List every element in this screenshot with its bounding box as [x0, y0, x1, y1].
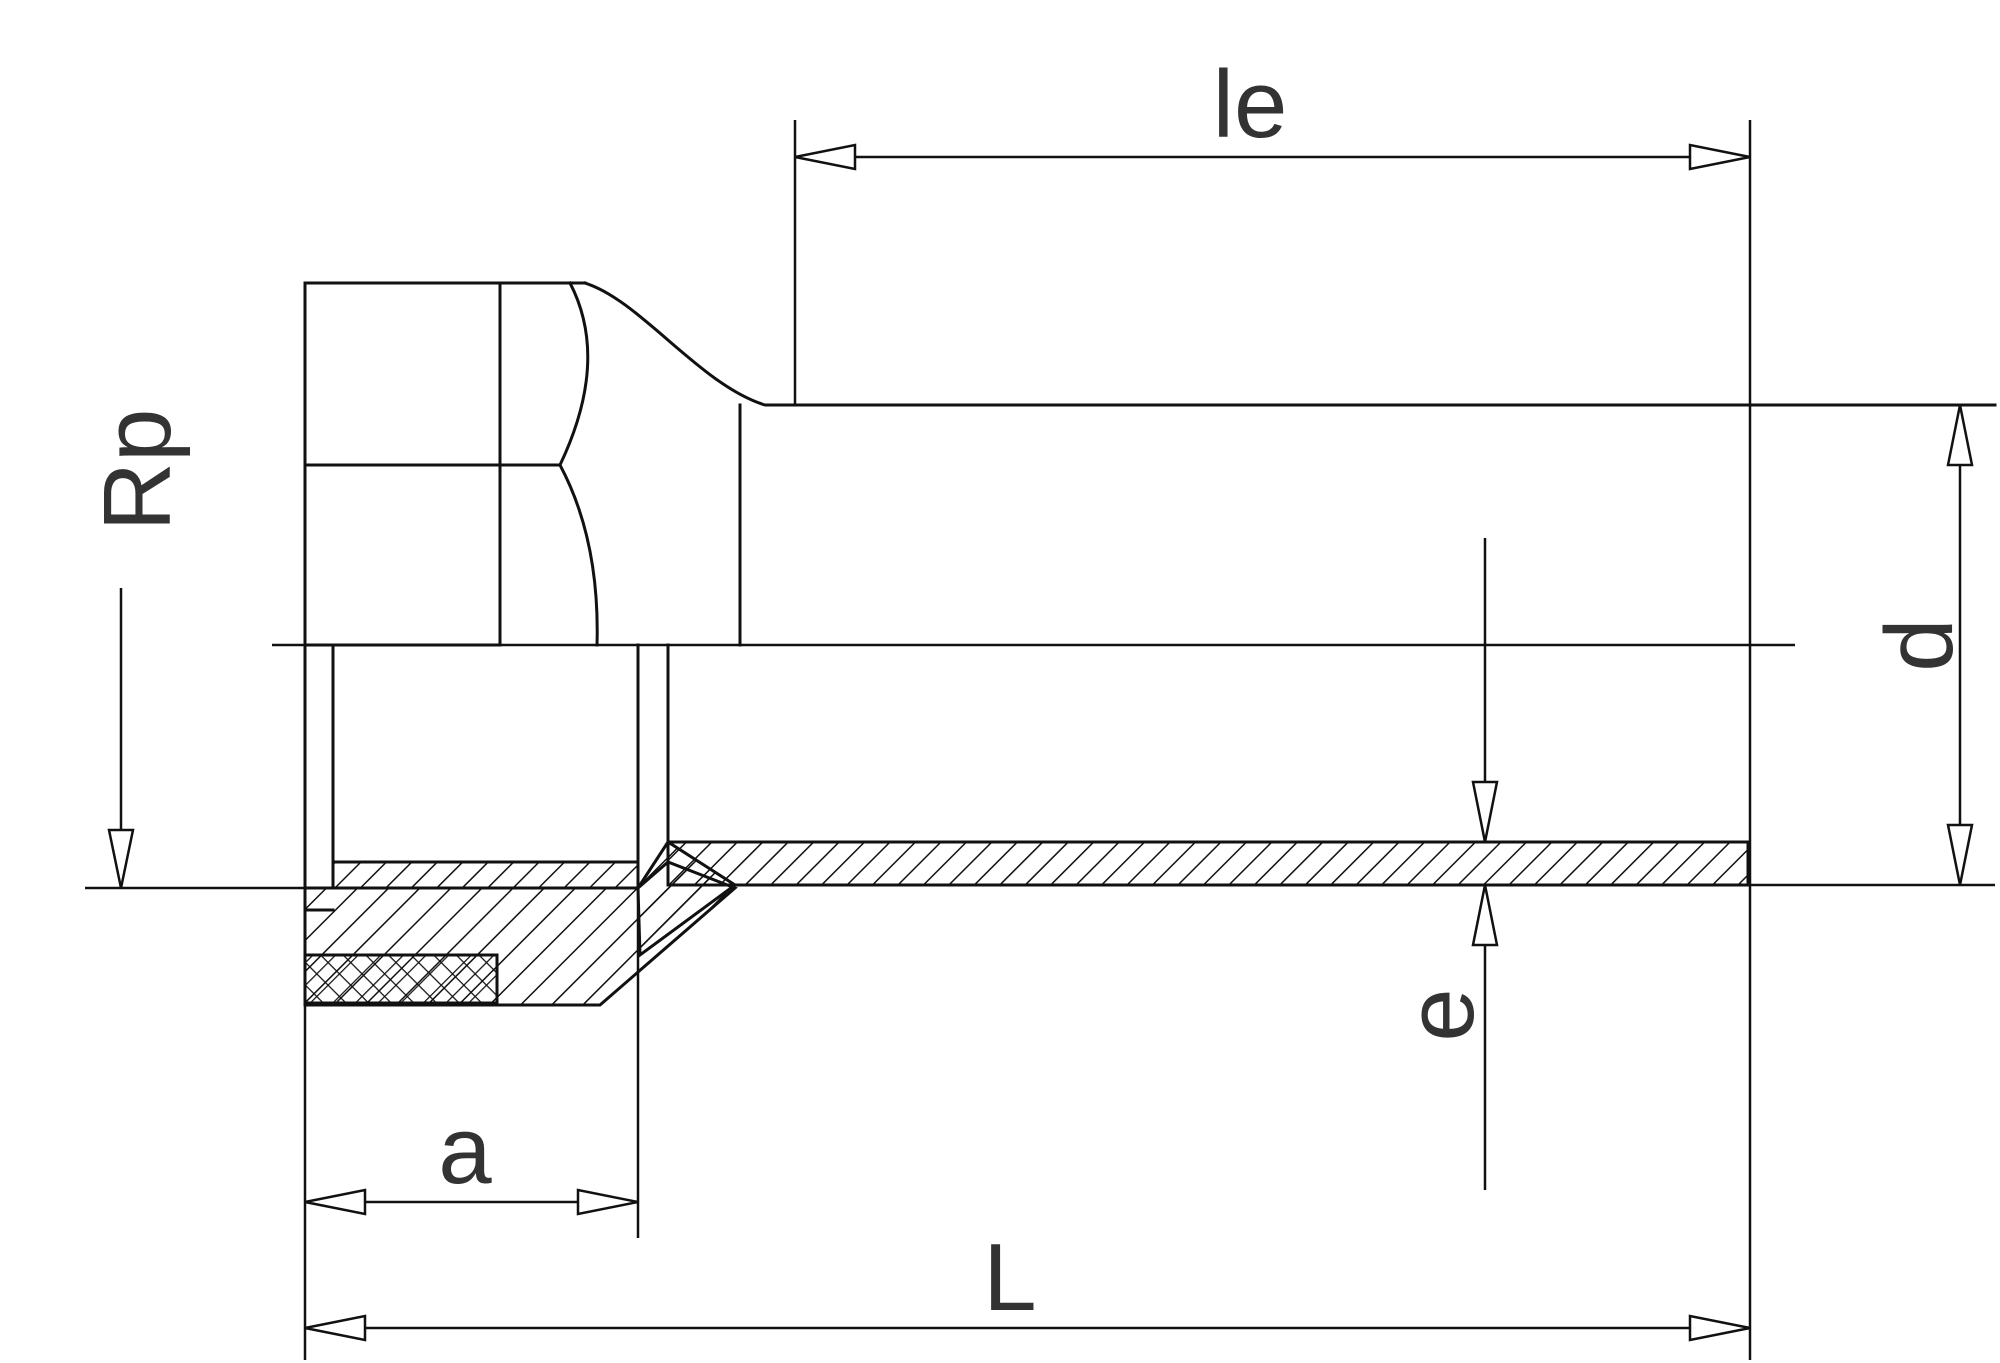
- shoulder-taper: [583, 281, 797, 407]
- nut-curve-lower: [557, 462, 599, 647]
- e-label: e: [1387, 988, 1494, 1041]
- d-arrow-bottom: [1946, 823, 1974, 886]
- extension-lines: [85, 120, 1995, 1360]
- dimension-d: d: [1866, 404, 1974, 886]
- rp-arrow: [107, 828, 135, 889]
- e-arrow-top: [1471, 780, 1499, 843]
- a-label: a: [438, 1097, 492, 1204]
- wall-section: [303, 839, 1750, 1007]
- le-arrow-right: [1688, 143, 1751, 171]
- d-arrow-top: [1946, 404, 1974, 467]
- le-label: le: [1213, 51, 1288, 158]
- fitting-body: [272, 280, 1997, 912]
- e-arrow-bottom: [1471, 884, 1499, 947]
- rp-label: Rp: [84, 409, 191, 532]
- L-arrow-left: [304, 1314, 367, 1342]
- a-arrow-right: [576, 1188, 639, 1216]
- L-arrow-right: [1688, 1314, 1751, 1342]
- dimension-L: L: [304, 1224, 1751, 1342]
- taper-hatch: [636, 839, 738, 958]
- dimension-rp: Rp: [84, 409, 191, 889]
- dimension-le: le: [794, 51, 1751, 171]
- dimension-e: e: [1387, 538, 1499, 1190]
- a-arrow-left: [304, 1188, 367, 1216]
- heating-wire-zone: [303, 953, 499, 1005]
- socket-wall-hatch: [331, 860, 640, 890]
- le-arrow-left: [794, 143, 857, 171]
- pipe-wall-hatch: [666, 840, 1750, 887]
- dimension-a: a: [304, 1097, 639, 1216]
- L-label: L: [983, 1224, 1036, 1331]
- d-label: d: [1866, 618, 1973, 671]
- nut-curve-upper: [558, 280, 590, 467]
